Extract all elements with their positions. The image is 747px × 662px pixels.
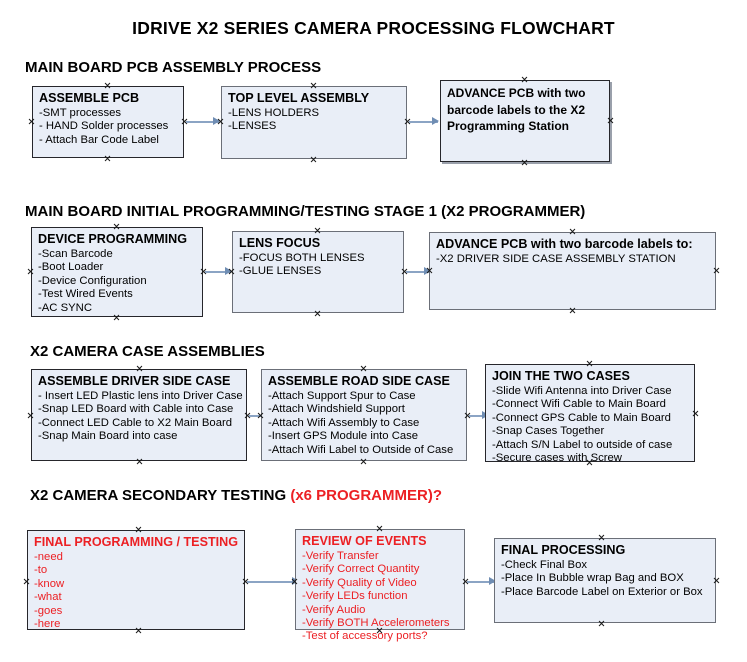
list-item: -Attach Support Spur to Case [268, 389, 416, 402]
list-item: -AC SYNC [38, 301, 92, 314]
arrow-connector [409, 117, 439, 126]
arrow-connector [186, 117, 220, 126]
list-item: -Device Configuration [38, 274, 147, 287]
box-assemble-pcb[interactable]: ASSEMBLE PCB -SMT processes - HAND Solde… [32, 86, 184, 158]
box-review-of-events[interactable]: REVIEW OF EVENTS -Verify Transfer -Verif… [295, 529, 465, 642]
section-heading-2: MAIN BOARD INITIAL PROGRAMMING/TESTING S… [25, 203, 585, 220]
list-item: -Verify LEDs function [302, 590, 408, 603]
list-item: -need [34, 550, 63, 563]
arrow-connector [467, 577, 496, 586]
box-items: -FOCUS BOTH LENSES -GLUE LENSES [239, 252, 398, 279]
list-item: -Verify Correct Quantity [302, 563, 420, 576]
list-item: -Secure cases with Screw [492, 452, 622, 465]
list-item: - Insert LED Plastic lens into Driver Ca… [38, 389, 243, 402]
box-top-level-assembly[interactable]: TOP LEVEL ASSEMBLY -LENS HOLDERS -LENSES [221, 86, 407, 159]
box-items: -Attach Support Spur to Case -Attach Win… [268, 390, 461, 458]
box-title: DEVICE PROGRAMMING [38, 232, 188, 246]
list-item: -Connect GPS Cable to Main Board [492, 411, 671, 424]
arrow-connector [205, 267, 232, 276]
box-title: TOP LEVEL ASSEMBLY [228, 91, 370, 105]
box-title: FINAL PROCESSING [501, 543, 626, 557]
list-item: -know [34, 577, 65, 590]
list-item: -Snap Cases Together [492, 425, 605, 438]
box-title: FINAL PROGRAMMING / TESTING [34, 535, 239, 549]
box-final-programming-testing[interactable]: FINAL PROGRAMMING / TESTING -need -to -k… [27, 530, 245, 630]
list-item: -Connect Wifi Cable to Main Board [492, 398, 666, 411]
list-item: -what [34, 591, 62, 604]
list-item: -Boot Loader [38, 261, 104, 274]
list-item-overflow: -Test of accessory ports? [302, 630, 428, 642]
list-item: -SMT processes [39, 106, 122, 119]
list-item: -Attach Windshield Support [268, 403, 405, 416]
list-item: -Verify Transfer [302, 549, 379, 562]
box-advance-pcb-driver-side[interactable]: ADVANCE PCB with two barcode labels to: … [429, 232, 716, 310]
list-item: -Check Final Box [501, 558, 588, 571]
arrow-connector [247, 577, 299, 586]
section-heading-4-text: X2 CAMERA SECONDARY TESTING [30, 487, 287, 504]
box-items: -LENS HOLDERS -LENSES [228, 107, 401, 134]
box-items: -Slide Wifi Antenna into Driver Case -Co… [492, 385, 689, 467]
box-device-programming[interactable]: DEVICE PROGRAMMING -Scan Barcode -Boot L… [31, 227, 203, 317]
box-title: ASSEMBLE DRIVER SIDE CASE [38, 374, 231, 388]
list-item: -Test Wired Events [38, 288, 133, 301]
list-item: -LENSES [228, 120, 277, 133]
box-items: -Verify Transfer -Verify Correct Quantit… [302, 550, 459, 632]
list-item: -Scan Barcode [38, 247, 113, 260]
list-item: -GLUE LENSES [239, 265, 322, 278]
list-item: -goes [34, 604, 63, 617]
section-heading-1-text: MAIN BOARD PCB ASSEMBLY PROCESS [25, 59, 322, 76]
list-item: -Place In Bubble wrap Bag and BOX [501, 572, 684, 585]
box-final-processing[interactable]: FINAL PROCESSING -Check Final Box -Place… [494, 538, 716, 623]
box-items: -need -to -know -what -goes -here [34, 551, 239, 633]
list-item: -Attach Wifi Assembly to Case [268, 416, 420, 429]
list-item: -Snap LED Board with Cable into Case [38, 403, 234, 416]
box-assemble-driver-side-case[interactable]: ASSEMBLE DRIVER SIDE CASE - Insert LED P… [31, 369, 247, 461]
section-heading-4-note: (x6 PROGRAMMER)? [290, 487, 442, 504]
box-items: -Check Final Box -Place In Bubble wrap B… [501, 559, 710, 600]
box-items: -SMT processes - HAND Solder processes -… [39, 107, 178, 148]
page-title: IDRIVE X2 SERIES CAMERA PROCESSING FLOWC… [132, 18, 615, 38]
box-assemble-road-side-case[interactable]: ASSEMBLE ROAD SIDE CASE -Attach Support … [261, 369, 467, 461]
list-item: -FOCUS BOTH LENSES [239, 251, 365, 264]
section-heading-2-text: MAIN BOARD INITIAL PROGRAMMING/TESTING S… [25, 203, 586, 220]
list-item: -here [34, 618, 61, 631]
box-title: ASSEMBLE ROAD SIDE CASE [268, 374, 450, 388]
box-title: REVIEW OF EVENTS [302, 534, 427, 548]
section-heading-3: X2 CAMERA CASE ASSEMBLIES [30, 343, 265, 360]
box-items: -Scan Barcode -Boot Loader -Device Confi… [38, 248, 197, 316]
box-title: ASSEMBLE PCB [39, 91, 140, 105]
section-heading-3-text: X2 CAMERA CASE ASSEMBLIES [30, 343, 265, 360]
list-item: -Insert GPS Module into Case [268, 430, 419, 443]
box-title: LENS FOCUS [239, 236, 321, 250]
list-item: -Slide Wifi Antenna into Driver Case [492, 384, 672, 397]
list-item: - Attach Bar Code Label [39, 133, 159, 146]
arrow-connector [406, 267, 431, 276]
box-lens-focus[interactable]: LENS FOCUS -FOCUS BOTH LENSES -GLUE LENS… [232, 231, 404, 313]
list-item: - HAND Solder processes [39, 120, 169, 133]
list-item: -to [34, 564, 48, 577]
list-item: -Verify BOTH Accelerometers [302, 617, 450, 630]
list-item: -Connect LED Cable to X2 Main Board [38, 416, 233, 429]
section-heading-1: MAIN BOARD PCB ASSEMBLY PROCESS [25, 59, 321, 76]
list-item: -Attach Wifi Label to Outside of Case [268, 443, 454, 456]
box-title: JOIN THE TWO CASES [492, 369, 630, 383]
list-item: -X2 DRIVER SIDE CASE ASSEMBLY STATION [436, 252, 676, 265]
list-item: -LENS HOLDERS [228, 106, 320, 119]
list-item: -Verify Audio [302, 603, 366, 616]
section-heading-4: X2 CAMERA SECONDARY TESTING (x6 PROGRAMM… [30, 487, 442, 504]
box-title: ADVANCE PCB with two barcode labels to t… [447, 86, 586, 133]
box-items: -X2 DRIVER SIDE CASE ASSEMBLY STATION [436, 253, 710, 267]
list-item: -Snap Main Board into case [38, 430, 178, 443]
list-item: -Place Barcode Label on Exterior or Box [501, 585, 703, 598]
box-join-the-two-cases[interactable]: JOIN THE TWO CASES -Slide Wifi Antenna i… [485, 364, 695, 464]
list-item: -Attach S/N Label to outside of case [492, 438, 673, 451]
list-item: -Verify Quality of Video [302, 576, 417, 589]
box-title: ADVANCE PCB with two barcode labels to: [436, 237, 693, 251]
box-items: - Insert LED Plastic lens into Driver Ca… [38, 389, 243, 444]
box-advance-pcb-programming-station[interactable]: ADVANCE PCB with two barcode labels to t… [440, 80, 610, 162]
